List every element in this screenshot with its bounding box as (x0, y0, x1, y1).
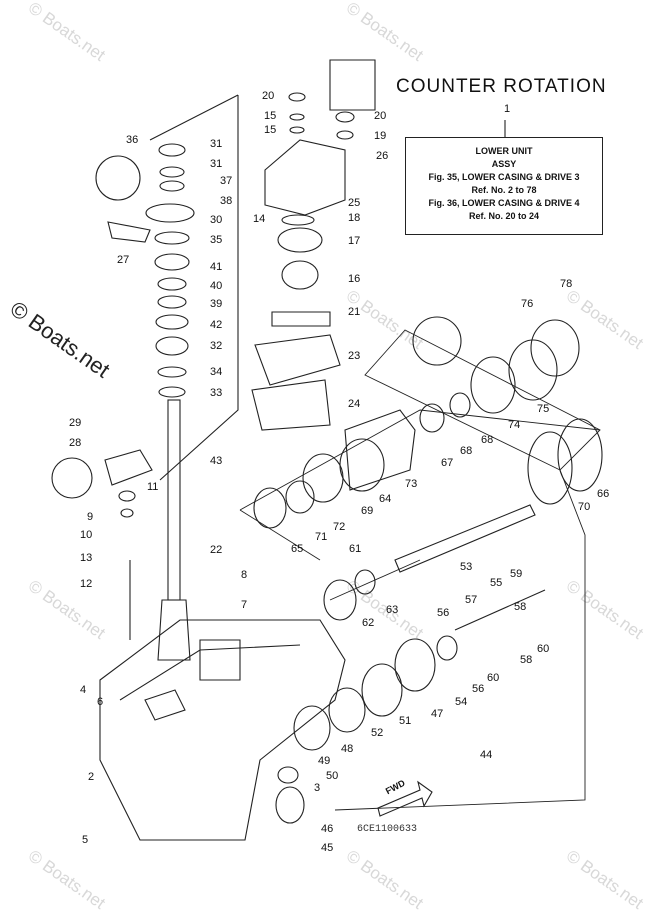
callout-8: 8 (241, 569, 247, 581)
callout-50: 50 (326, 770, 338, 782)
callout-3: 3 (314, 782, 320, 794)
callout-19: 19 (374, 130, 386, 142)
callout-31: 31 (210, 138, 222, 150)
callout-68: 68 (460, 445, 472, 457)
callout-17: 17 (348, 235, 360, 247)
callout-48: 48 (341, 743, 353, 755)
callout-58: 58 (520, 654, 532, 666)
drawing-code: 6CE1100633 (357, 824, 418, 835)
callout-18: 18 (348, 212, 360, 224)
callout-39: 39 (210, 298, 222, 310)
callout-46: 46 (321, 823, 333, 835)
callout-56: 56 (437, 607, 449, 619)
callout-43: 43 (210, 455, 222, 467)
callout-11: 11 (147, 481, 158, 493)
diagram-title: COUNTER ROTATION (396, 76, 607, 97)
callout-73: 73 (405, 478, 417, 490)
callout-5: 5 (82, 834, 88, 846)
callout-67: 67 (441, 457, 453, 469)
callout-63: 63 (386, 604, 398, 616)
callout-55: 55 (490, 577, 502, 589)
callout-20: 20 (374, 110, 386, 122)
callout-78: 78 (560, 278, 572, 290)
callout-68: 68 (481, 434, 493, 446)
callout-53: 53 (460, 561, 472, 573)
callout-33: 33 (210, 387, 222, 399)
note-line: ASSY (491, 159, 517, 169)
callout-47: 47 (431, 708, 443, 720)
callout-35: 35 (210, 234, 222, 246)
callout-1: 1 (504, 103, 510, 115)
callout-54: 54 (455, 696, 467, 708)
callout-2: 2 (88, 771, 94, 783)
callout-42: 42 (210, 319, 222, 331)
callout-58: 58 (514, 601, 526, 613)
callout-14: 14 (253, 213, 265, 225)
callout-6: 6 (97, 696, 103, 708)
callout-65: 65 (291, 543, 303, 555)
callout-28: 28 (69, 437, 81, 449)
callout-49: 49 (318, 755, 330, 767)
note-line: Ref. No. 2 to 78 (471, 185, 537, 195)
callout-24: 24 (348, 398, 360, 410)
callout-7: 7 (241, 599, 247, 611)
callout-69: 69 (361, 505, 373, 517)
callout-20: 20 (262, 90, 274, 102)
callout-31: 31 (210, 158, 222, 170)
callout-41: 41 (210, 261, 222, 273)
callout-51: 51 (399, 715, 411, 727)
callout-10: 10 (80, 529, 92, 541)
callout-15: 15 (264, 124, 276, 136)
callout-4: 4 (80, 684, 86, 696)
callout-15: 15 (264, 110, 276, 122)
callout-75: 75 (537, 403, 549, 415)
callout-74: 74 (508, 419, 520, 431)
callout-25: 25 (348, 197, 360, 209)
callout-70: 70 (578, 501, 590, 513)
callout-13: 13 (80, 552, 92, 564)
callout-64: 64 (379, 493, 391, 505)
callout-60: 60 (537, 643, 549, 655)
callout-22: 22 (210, 544, 222, 556)
callout-76: 76 (521, 298, 533, 310)
callout-30: 30 (210, 214, 222, 226)
callout-26: 26 (376, 150, 388, 162)
callout-57: 57 (465, 594, 477, 606)
callout-62: 62 (362, 617, 374, 629)
callout-61: 61 (349, 543, 361, 555)
callout-23: 23 (348, 350, 360, 362)
note-line: LOWER UNIT (475, 146, 533, 156)
note-line: Ref. No. 20 to 24 (468, 211, 540, 221)
note-line: Fig. 35, LOWER CASING & DRIVE 3 (428, 172, 580, 182)
callout-52: 52 (371, 727, 383, 739)
callout-60: 60 (487, 672, 499, 684)
callout-45: 45 (321, 842, 333, 854)
callout-16: 16 (348, 273, 360, 285)
callout-38: 38 (220, 195, 232, 207)
assembly-note-box: LOWER UNIT ASSY Fig. 35, LOWER CASING & … (405, 137, 603, 235)
callout-9: 9 (87, 511, 93, 523)
callout-34: 34 (210, 366, 222, 378)
callout-66: 66 (597, 488, 609, 500)
callout-71: 71 (315, 531, 327, 543)
callout-29: 29 (69, 417, 81, 429)
callout-36: 36 (126, 134, 138, 146)
callout-56: 56 (472, 683, 484, 695)
note-line: Fig. 36, LOWER CASING & DRIVE 4 (428, 198, 580, 208)
callout-40: 40 (210, 280, 222, 292)
callout-72: 72 (333, 521, 345, 533)
callout-32: 32 (210, 340, 222, 352)
callout-12: 12 (80, 578, 92, 590)
callout-37: 37 (220, 175, 232, 187)
callout-59: 59 (510, 568, 522, 580)
callout-44: 44 (480, 749, 492, 761)
callout-21: 21 (348, 306, 360, 318)
callout-27: 27 (117, 254, 129, 266)
